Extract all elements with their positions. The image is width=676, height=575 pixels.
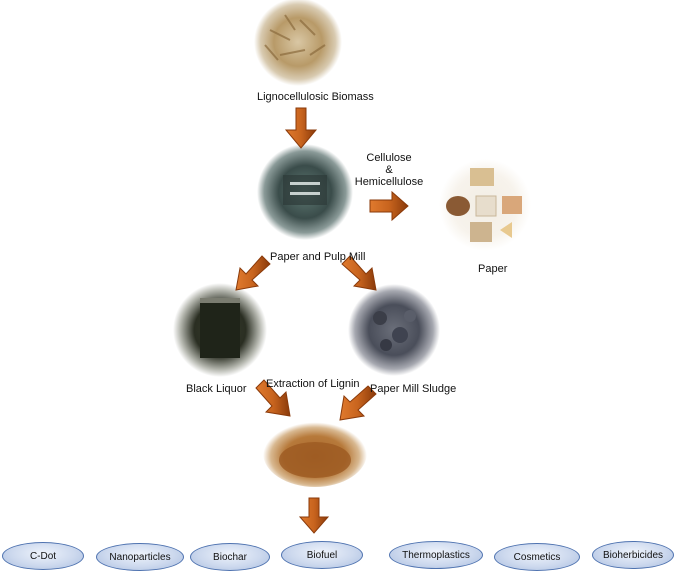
cellulose-line-2: & <box>385 164 393 176</box>
product-biofuel: Biofuel <box>281 541 363 569</box>
product-biochar: Biochar <box>190 543 270 571</box>
arrow-mill-to-sludge <box>341 255 377 291</box>
cellulose-label: Cellulose & Hemicellulose <box>353 152 425 188</box>
black-liquor-label: Black Liquor <box>186 383 247 395</box>
cellulose-line-1: Cellulose <box>366 152 412 164</box>
product-cosmetics: Cosmetics <box>494 543 580 571</box>
sludge-image <box>348 284 440 376</box>
paper-label: Paper <box>478 263 508 275</box>
biomass-image <box>254 0 342 86</box>
biomass-label: Lignocellulosic Biomass <box>257 91 374 103</box>
product-thermoplastics: Thermoplastics <box>389 541 483 569</box>
sludge-label: Paper Mill Sludge <box>370 383 457 395</box>
mill-label: Paper and Pulp Mill <box>270 251 366 263</box>
paper-image <box>439 159 531 251</box>
extraction-label: Extraction of Lignin <box>266 378 360 390</box>
lignin-image <box>263 419 367 487</box>
product-nanoparticles: Nanoparticles <box>96 543 184 571</box>
black-liquor-image <box>173 283 267 377</box>
product-c-dot: C-Dot <box>2 542 84 570</box>
arrow-liquor-to-lignin <box>255 379 291 417</box>
product-bioherbicides: Bioherbicides <box>592 541 674 569</box>
arrow-lignin-to-products <box>298 497 330 534</box>
pulp-mill-image <box>257 144 353 240</box>
cellulose-line-3: Hemicellulose <box>354 176 424 188</box>
arrow-sludge-to-lignin <box>339 385 377 421</box>
arrow-mill-to-paper <box>369 190 409 222</box>
arrow-biomass-to-mill <box>284 107 318 149</box>
arrow-mill-to-liquor <box>235 255 271 291</box>
